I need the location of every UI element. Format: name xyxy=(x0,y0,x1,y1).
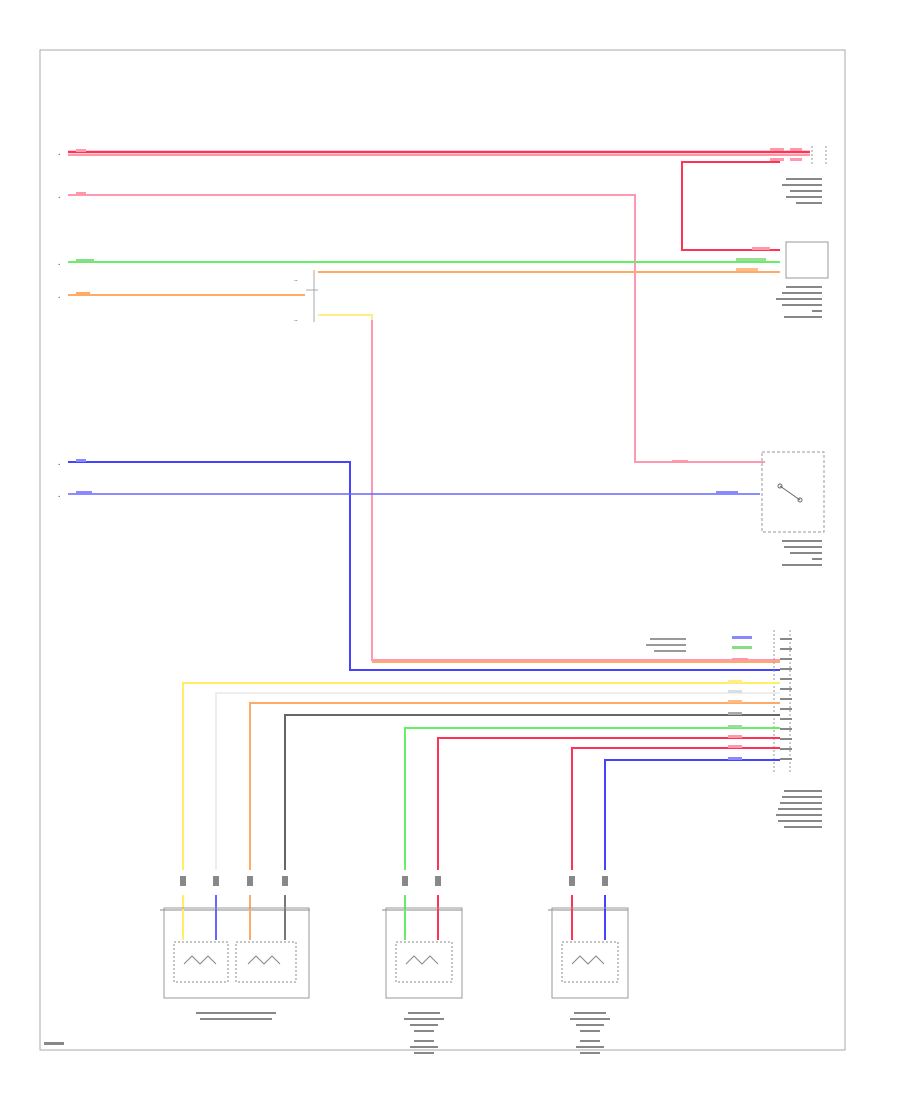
wire-orange xyxy=(68,271,780,296)
wire-bundle-lower xyxy=(182,682,780,870)
right-seat-heater xyxy=(551,907,629,1054)
svg-text:•: • xyxy=(58,462,60,467)
svg-text:•: • xyxy=(58,494,60,499)
instrument-panel-fuse-block xyxy=(770,146,827,204)
parking-brake-switch xyxy=(672,451,825,566)
wire-tags xyxy=(728,680,742,760)
footer-code-mark xyxy=(44,1042,64,1045)
wire-yellow-pink xyxy=(318,314,780,663)
svg-text:••: •• xyxy=(294,319,298,323)
left-seat-heater xyxy=(385,907,463,1054)
diagram-frame xyxy=(39,49,846,1051)
wire-pink xyxy=(68,194,765,463)
wire-label: • xyxy=(58,152,60,157)
svg-text:•: • xyxy=(58,262,60,267)
wire-red-top xyxy=(68,150,810,251)
seat-heater-element-pair xyxy=(163,907,310,1020)
seat-heater-module xyxy=(736,241,829,318)
svg-text:•: • xyxy=(58,195,60,200)
heater-pin-row xyxy=(180,876,608,886)
seat-control-module xyxy=(646,630,822,828)
splice-connector: •• •• xyxy=(294,270,318,323)
connector-stubs xyxy=(182,895,606,940)
wire-blue xyxy=(68,461,780,671)
svg-text:•: • xyxy=(58,295,60,300)
svg-text:••: •• xyxy=(294,279,298,283)
